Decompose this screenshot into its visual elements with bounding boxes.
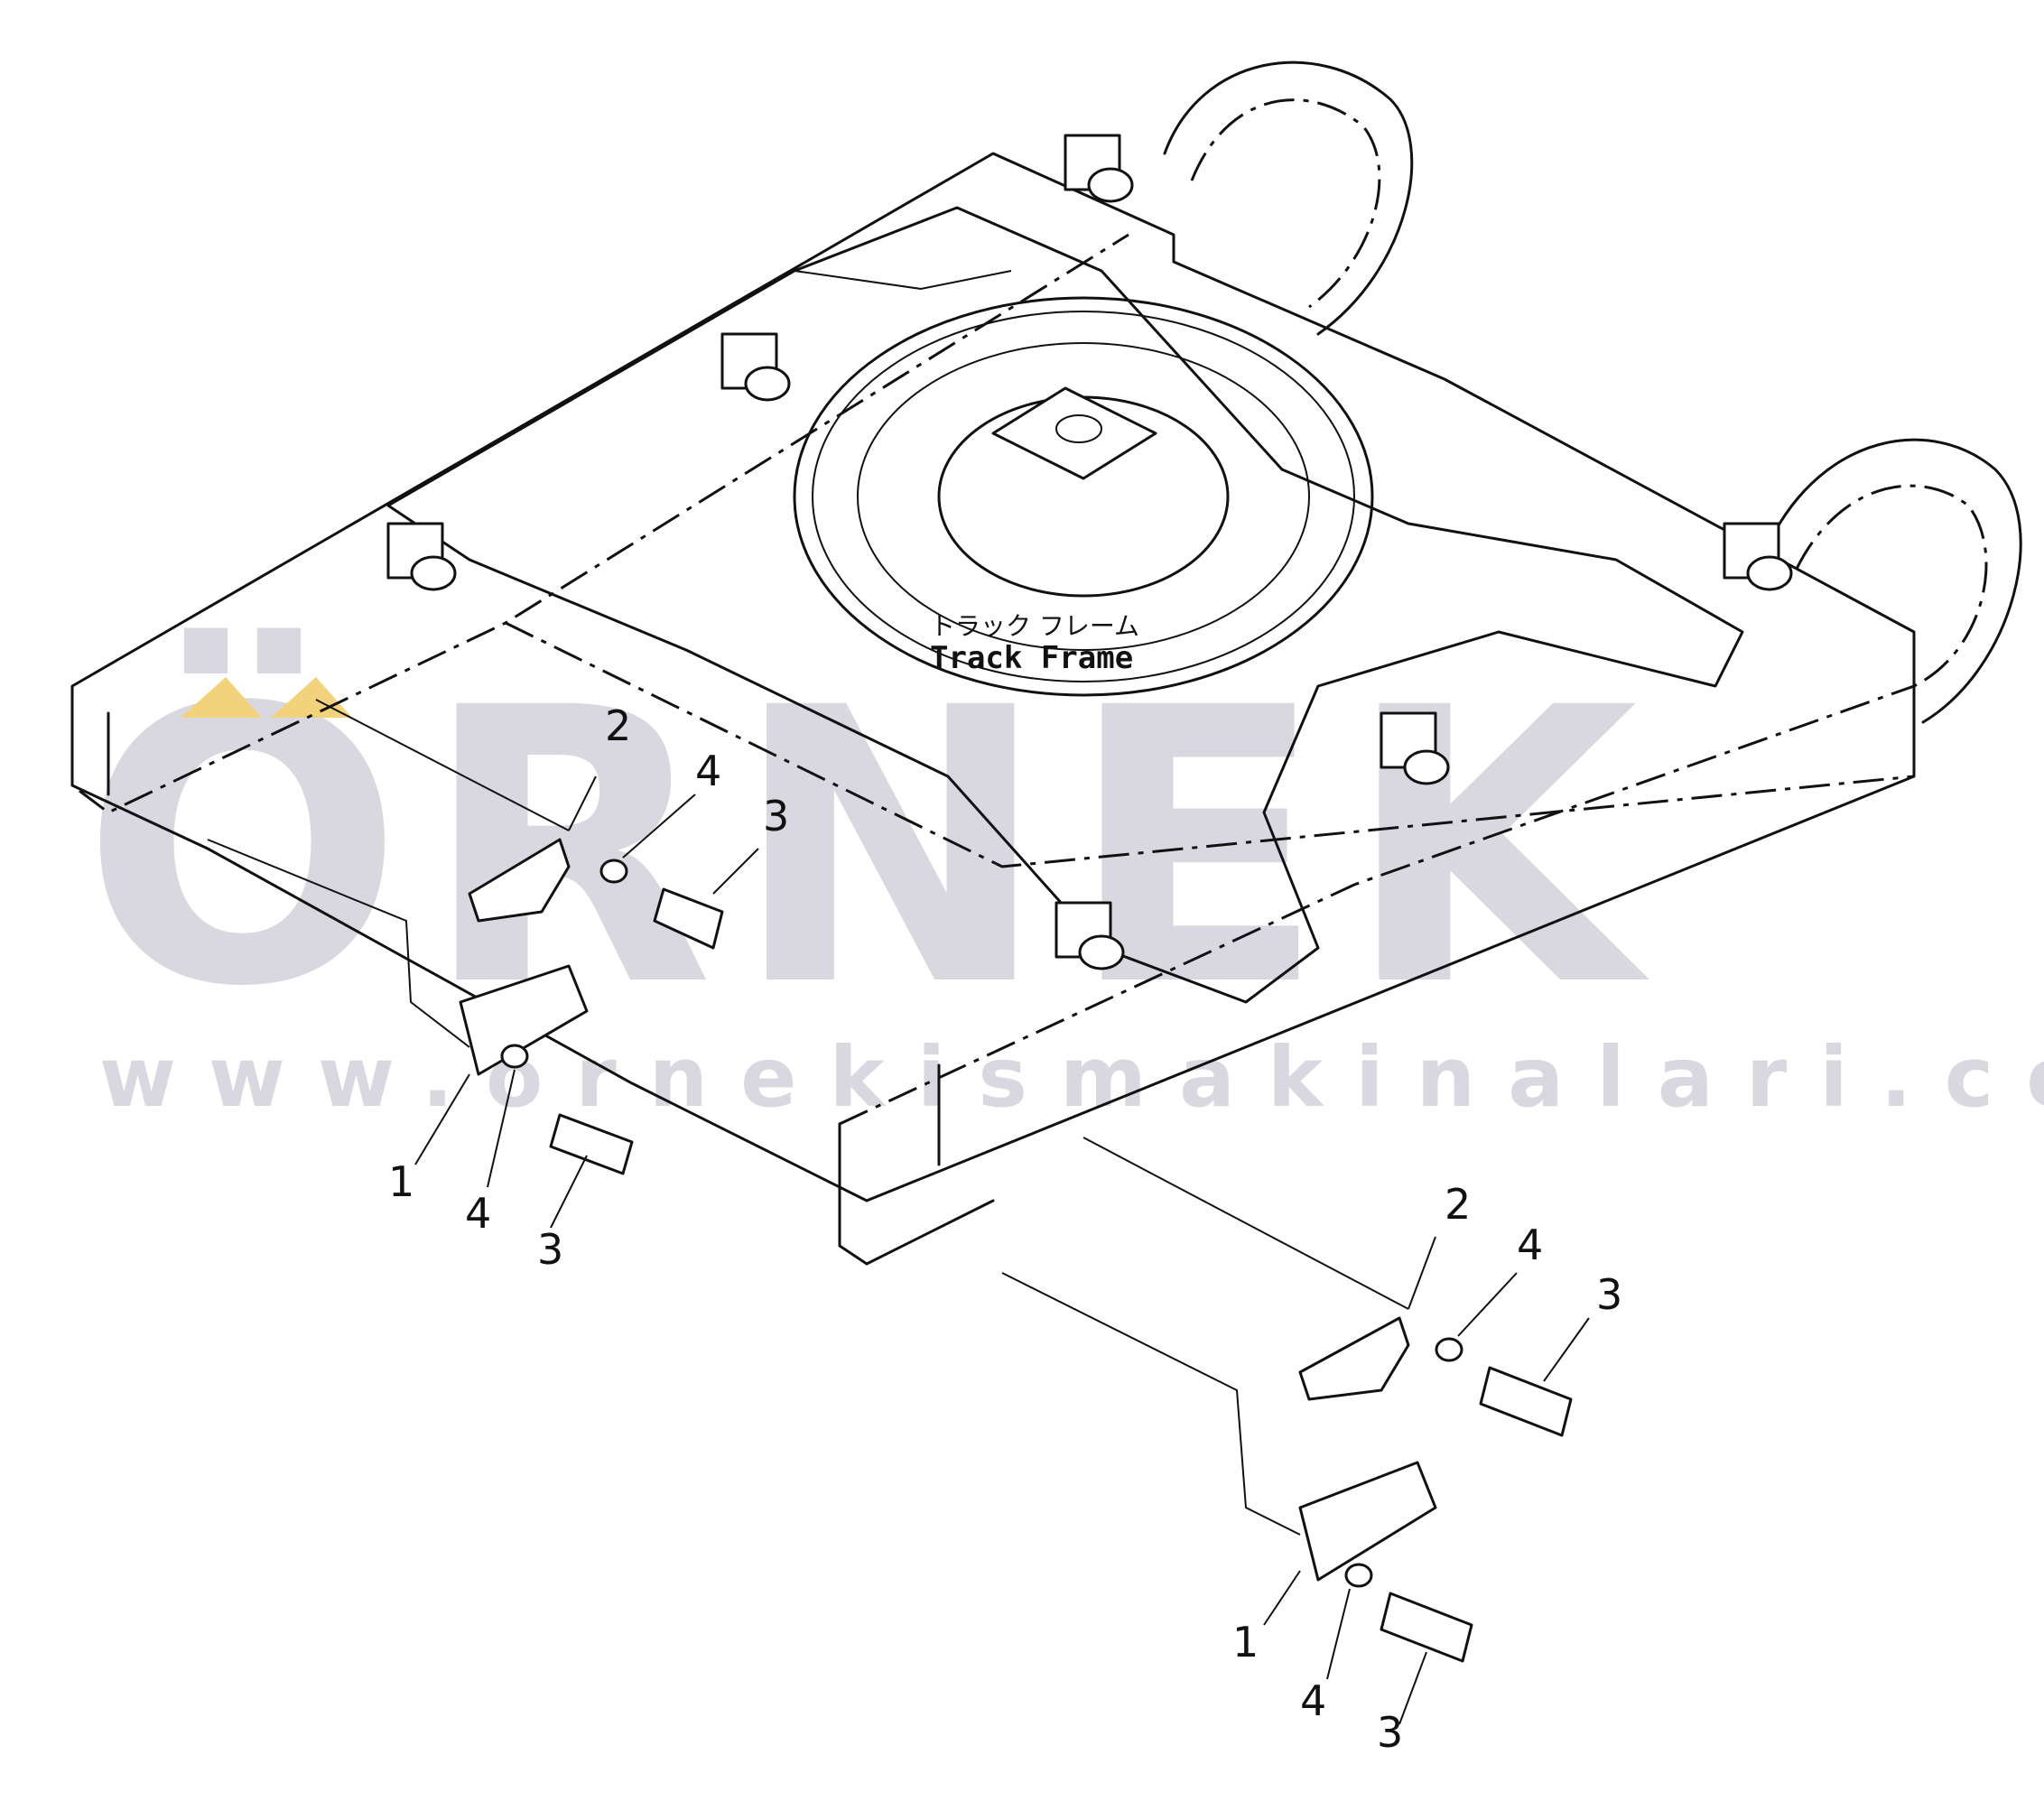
left-callout-3a: 3 xyxy=(763,792,789,840)
right-callout-3a: 3 xyxy=(1596,1270,1622,1319)
right-callout-line-4b xyxy=(1326,1588,1351,1680)
left-washer-lower xyxy=(500,1044,529,1069)
left-guard-part1 xyxy=(459,964,589,1076)
left-callout-line-4a xyxy=(622,794,696,859)
left-leader-top xyxy=(315,699,570,831)
boss-front xyxy=(1055,901,1125,970)
frame-left-rail xyxy=(70,233,1129,814)
right-callout-line-4a xyxy=(1457,1272,1518,1337)
left-callout-3b: 3 xyxy=(537,1225,563,1274)
right-leader-bottom xyxy=(1001,1272,1301,1536)
left-guard-assembly: 2 4 3 1 4 3 xyxy=(207,699,789,1274)
right-ring-outer xyxy=(1768,438,2022,724)
left-callout-4a: 4 xyxy=(695,747,721,795)
frame-outline xyxy=(70,152,1916,1202)
left-callout-line-1 xyxy=(414,1073,470,1165)
left-callout-1: 1 xyxy=(388,1157,414,1206)
left-leader-bottom xyxy=(207,839,470,1048)
x-cross-member xyxy=(386,206,1744,1004)
right-callout-4b: 4 xyxy=(1300,1676,1326,1725)
left-washer-upper xyxy=(599,859,628,884)
right-ring-inner xyxy=(1795,484,1988,688)
left-callout-4b: 4 xyxy=(465,1189,491,1238)
right-callout-2: 2 xyxy=(1445,1180,1471,1229)
frame-centerline xyxy=(505,621,1915,868)
right-washer-upper xyxy=(1435,1337,1463,1362)
left-callout-line-3b xyxy=(550,1155,588,1229)
boss-rear-left xyxy=(720,332,791,402)
frame-label-japanese: トラック フレーム xyxy=(930,611,1139,641)
swing-circle-2 xyxy=(812,311,1355,682)
watermark-umlaut-left xyxy=(181,677,262,718)
frame-label-english: Track Frame xyxy=(930,640,1133,676)
frame-right-rail xyxy=(839,684,1915,1126)
boss-right-rear xyxy=(1723,522,1793,591)
right-callout-1: 1 xyxy=(1232,1618,1259,1666)
boss-rear-top xyxy=(1064,134,1134,203)
left-callout-2: 2 xyxy=(605,701,631,750)
right-washer-lower xyxy=(1344,1563,1373,1588)
left-callout-line-4b xyxy=(487,1069,516,1188)
right-callout-line-2 xyxy=(1408,1236,1436,1310)
right-leader-top xyxy=(1082,1137,1409,1310)
frame-right-end xyxy=(838,1122,995,1266)
center-joint xyxy=(991,386,1157,480)
rear-ring-inner xyxy=(1190,98,1381,309)
cross-member-detail xyxy=(794,270,1012,291)
left-bolt-upper xyxy=(653,887,724,950)
center-joint-hole xyxy=(1055,414,1102,443)
left-bolt-lower xyxy=(549,1113,634,1175)
swing-circle-outer xyxy=(793,296,1374,697)
right-callout-line-3a xyxy=(1543,1317,1590,1382)
right-guard-assembly: 2 4 3 1 4 3 xyxy=(1001,1137,1622,1757)
left-callout-line-2 xyxy=(568,775,597,831)
right-callout-4a: 4 xyxy=(1517,1221,1543,1269)
rear-ring-outer xyxy=(1163,60,1414,336)
watermark: ÖRNEK www.ornekismakinalari.com.tr xyxy=(81,624,2044,1126)
left-callout-line-3a xyxy=(712,848,759,895)
boss-left xyxy=(386,522,457,591)
right-guard-part1 xyxy=(1298,1461,1437,1582)
right-callout-line-1 xyxy=(1263,1570,1301,1626)
right-bolt-upper xyxy=(1479,1366,1573,1437)
right-callout-line-3b xyxy=(1398,1651,1427,1725)
track-frame: トラック フレーム Track Frame xyxy=(70,60,2022,1266)
watermark-brand: ÖRNEK xyxy=(81,624,1656,1070)
boss-right-mid xyxy=(1380,711,1450,785)
right-bolt-lower xyxy=(1380,1592,1473,1663)
swing-circle-3 xyxy=(857,342,1310,651)
watermark-url: www.ornekismakinalari.com.tr xyxy=(99,1029,2044,1126)
right-callout-3b: 3 xyxy=(1377,1708,1403,1757)
left-guard-part2 xyxy=(468,838,571,923)
right-guard-part2 xyxy=(1298,1316,1410,1401)
